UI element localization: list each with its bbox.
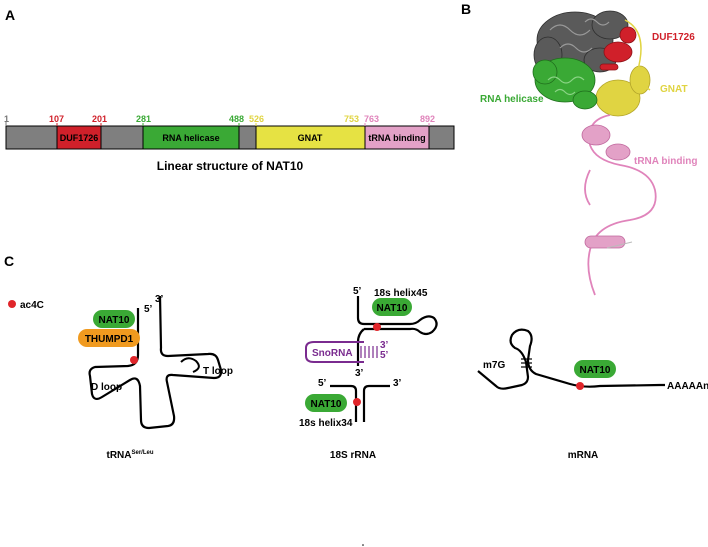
rrna-nat10-top-label: NAT10: [377, 303, 408, 314]
pos-duf-end: 201: [92, 114, 107, 124]
trna-five-prime: 5’: [144, 304, 153, 315]
mrna-nat10-label: NAT10: [580, 365, 611, 376]
rrna-helix45-strand: [356, 296, 438, 336]
rrna-helix45-ac4c-icon: [373, 323, 381, 331]
pos-gnat-end: 753: [344, 114, 359, 124]
trna-caption: tRNASer/Leu: [106, 450, 153, 461]
mrna-tail-label: AAAAAn: [667, 381, 708, 392]
trna-caption-sup: Ser/Leu: [131, 450, 153, 456]
mrna-ac4c-site-icon: [576, 382, 584, 390]
domain-label-rna-helicase: RNA helicase: [162, 133, 219, 143]
mrna-caption: mRNA: [568, 450, 599, 461]
pos-trna-start: 763: [364, 114, 379, 124]
domain-rna-helicase: [142, 125, 240, 150]
pos-helicase-end: 488: [229, 114, 244, 124]
pos-duf-start: 107: [49, 114, 64, 124]
trna-three-prime: 3’: [155, 294, 164, 305]
structure-label-duf1726: DUF1726: [652, 32, 695, 43]
rrna-diagram: NAT10 18s helix45 5’ 3’ SnoRNA 3’ 5’ NAT…: [299, 286, 438, 461]
pos-helicase-start: 281: [136, 114, 151, 124]
structure-label-rna-helicase: RNA helicase: [480, 94, 544, 105]
snorna-label: SnoRNA: [312, 348, 353, 359]
legend-ac4c: ac4C: [20, 300, 44, 311]
mrna-strand: [477, 328, 665, 390]
rrna-five-top: 5’: [353, 286, 362, 297]
structure-label-gnat: GNAT: [660, 84, 688, 95]
trna-diagram: NAT10 THUMPD1 5’ 3’ D loop T loop tRNASe…: [78, 294, 233, 461]
trna-nat10-pill: [93, 310, 135, 328]
snorna-strand: [305, 341, 364, 363]
domain-label-gnat: GNAT: [298, 133, 323, 143]
domain-label-trna-binding: tRNA binding: [368, 133, 425, 143]
rrna-helix34-label: 18s helix34: [299, 418, 353, 429]
panel-label-a: A: [5, 7, 15, 23]
structure-label-trna-binding: tRNA binding: [634, 156, 698, 167]
linear-title: Linear structure of NAT10: [157, 159, 304, 173]
pos-trna-end: 892: [420, 114, 435, 124]
rrna-nat10-top-pill: [372, 298, 412, 316]
rrna-helix34-ac4c-icon: [353, 398, 361, 406]
trna-thumpd1-label: THUMPD1: [85, 334, 134, 345]
rrna-nat10-bottom-pill: [305, 394, 347, 412]
pos-start: 1: [4, 114, 9, 124]
trna-dloop-label: D loop: [91, 382, 122, 393]
pos-gnat-start: 526: [249, 114, 264, 124]
snorna-three-prime: 3’: [380, 340, 389, 351]
rrna-five-bottom: 5’: [318, 378, 327, 389]
trna-caption-main: tRNA: [106, 450, 131, 461]
trna-variable-loop: [180, 357, 200, 373]
trna-thumpd1-pill: [78, 329, 140, 347]
mrna-nat10-pill: [574, 360, 616, 378]
panel-label-b: B: [461, 1, 471, 17]
rrna-helix34-strand-b: [362, 384, 390, 422]
domain-trna-binding: [364, 125, 430, 150]
rrna-nat10-bottom-label: NAT10: [311, 399, 342, 410]
rrna-three-bottom: 3’: [393, 378, 402, 389]
rrna-three-top: 3’: [355, 368, 364, 379]
domain-label-duf1726: DUF1726: [60, 133, 99, 143]
ac4c-marker-icon: [8, 300, 16, 308]
panel-label-c: C: [4, 253, 14, 269]
mrna-diagram: NAT10 m7G AAAAAn mRNA: [477, 328, 708, 461]
rrna-caption: 18S rRNA: [330, 450, 376, 461]
trna-strand: [88, 295, 223, 430]
linear-structure: DUF1726 RNA helicase GNAT tRNA binding 1…: [4, 114, 455, 173]
protein-3d-structure: DUF1726 RNA helicase GNAT tRNA binding: [480, 10, 698, 296]
trna-ac4c-site-icon: [130, 356, 138, 364]
trna-nat10-label: NAT10: [99, 315, 130, 326]
rrna-helix45-label: 18s helix45: [374, 288, 428, 299]
domain-duf1726: [56, 125, 102, 150]
trna-tloop-label: T loop: [203, 366, 233, 377]
mrna-cap-label: m7G: [483, 360, 505, 371]
rrna-helix34-strand-a: [330, 384, 358, 422]
snorna-five-prime: 5’: [380, 350, 389, 361]
legend: ac4C: [8, 300, 44, 311]
stray-dot: [362, 544, 364, 546]
